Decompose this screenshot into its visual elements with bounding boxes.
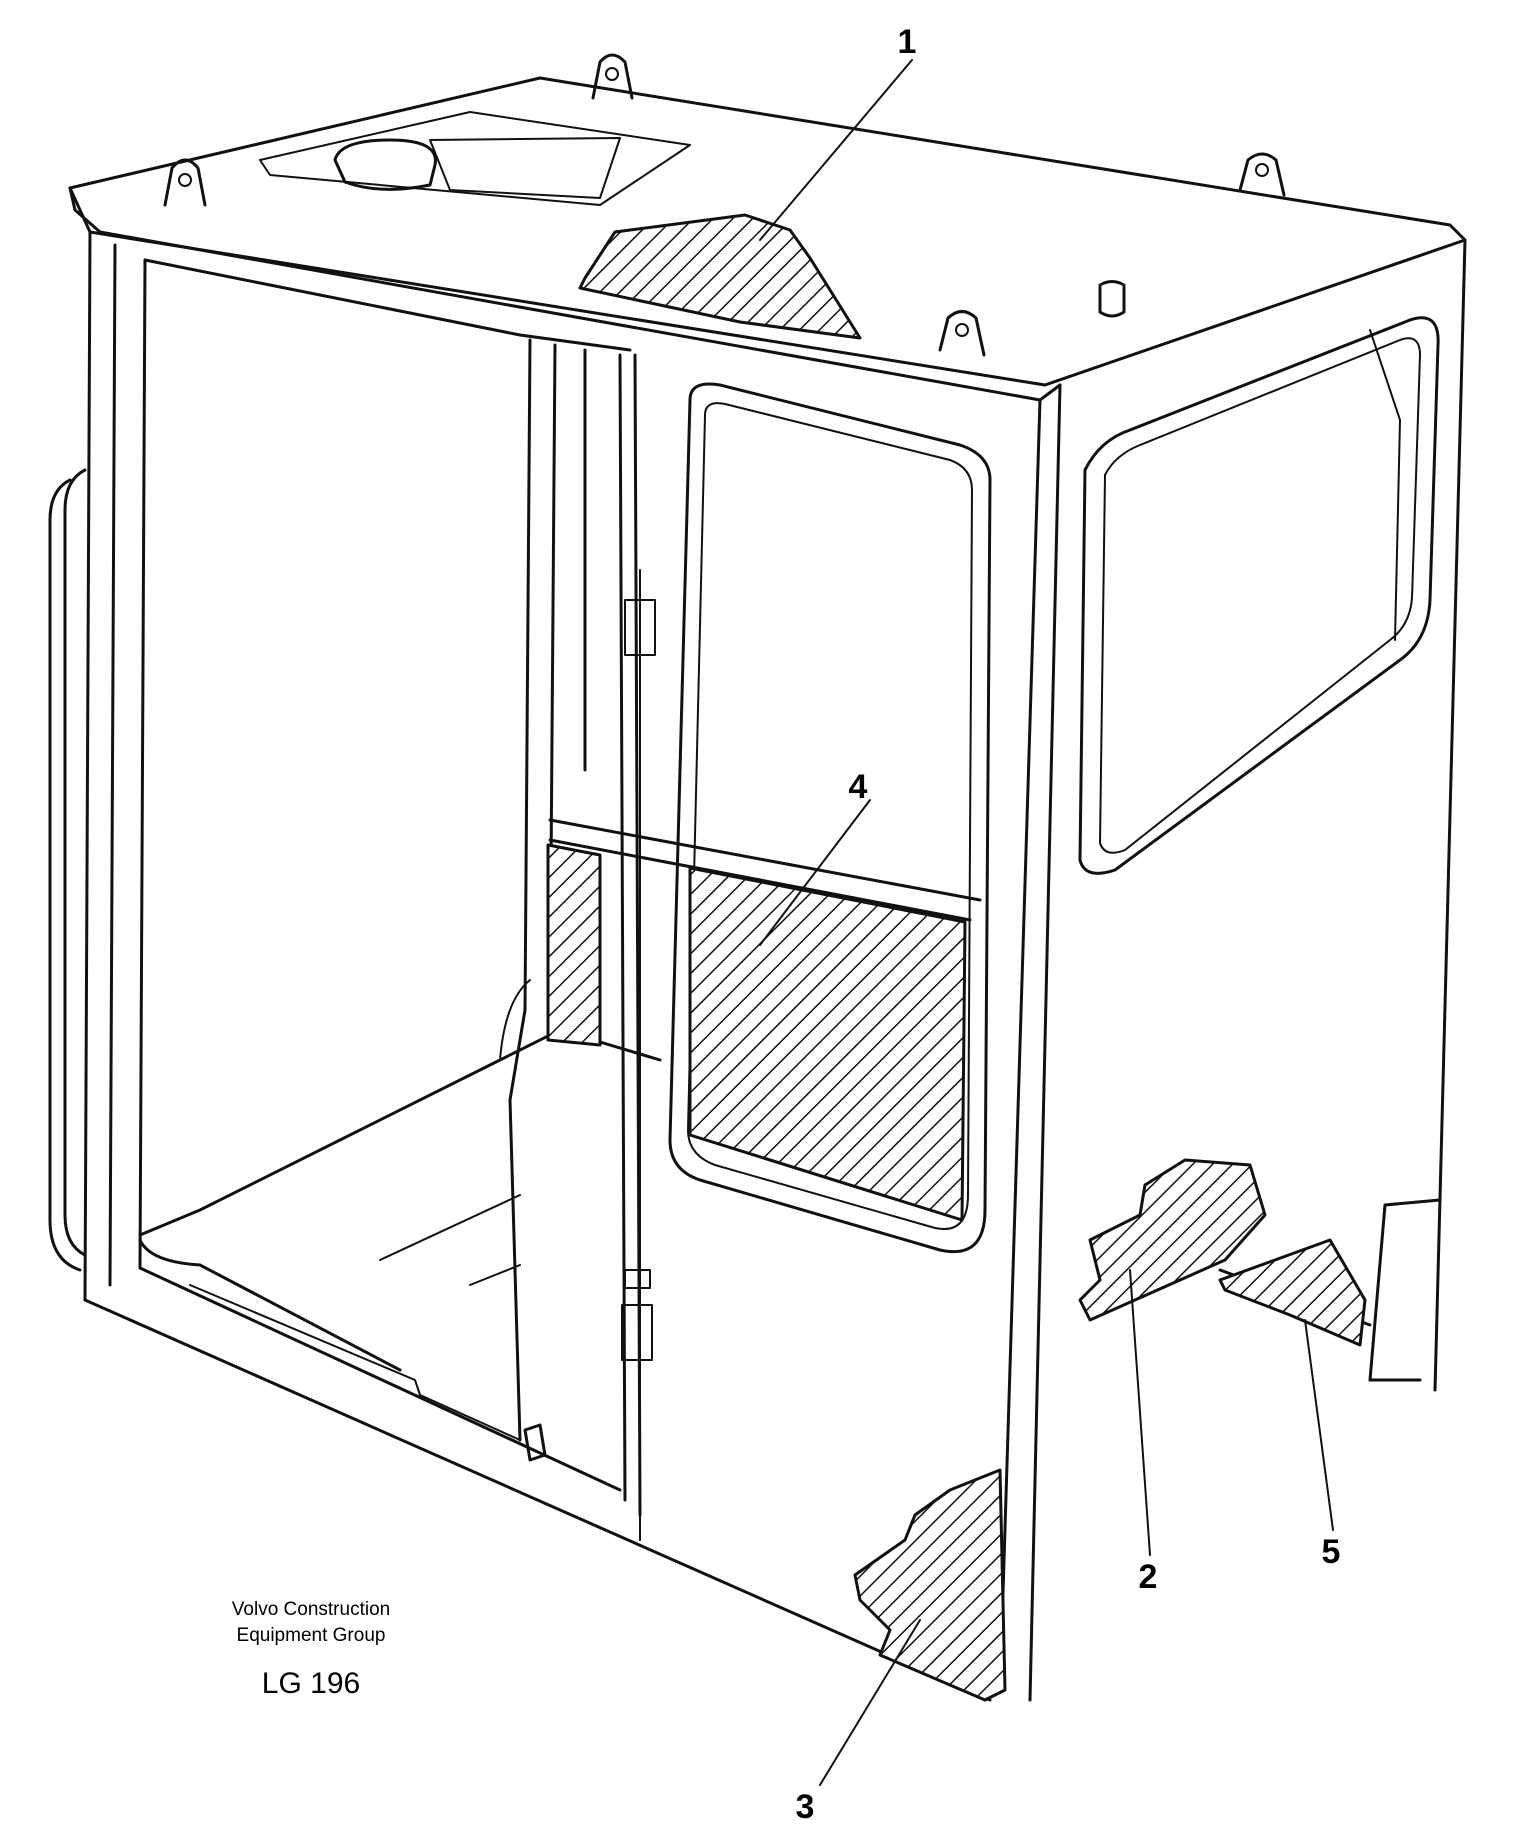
lifting-eye-front-right xyxy=(938,310,986,357)
callout-5: 5 xyxy=(1322,1533,1341,1571)
lower-insulation-part-3 xyxy=(853,1468,1007,1702)
callout-1: 1 xyxy=(898,23,917,61)
callout-4: 4 xyxy=(849,768,868,806)
roof-headliner-part-1 xyxy=(578,213,862,340)
floor-insulation-part-5 xyxy=(1218,1238,1367,1347)
callout-2: 2 xyxy=(1139,1558,1158,1596)
lifting-eye-rear-right xyxy=(1238,152,1286,197)
door-check-strap xyxy=(523,569,656,1541)
lifting-eye-front-left xyxy=(163,158,207,207)
rear-insulation-part-4 xyxy=(546,843,602,1047)
callout-3: 3 xyxy=(796,1788,815,1826)
rear-insulation-part-4-window xyxy=(688,866,967,1222)
leader-lines xyxy=(759,59,1334,1786)
side-insulation-part-2 xyxy=(1078,1158,1267,1322)
cab-front-face xyxy=(48,230,992,1702)
drawing-code: LG 196 xyxy=(262,1667,360,1700)
lifting-eye-rear-left xyxy=(591,53,634,100)
caption-company-line-2: Equipment Group xyxy=(237,1625,386,1646)
caption-company-line-1: Volvo Construction xyxy=(232,1599,390,1620)
cab-right-face xyxy=(983,238,1467,1702)
